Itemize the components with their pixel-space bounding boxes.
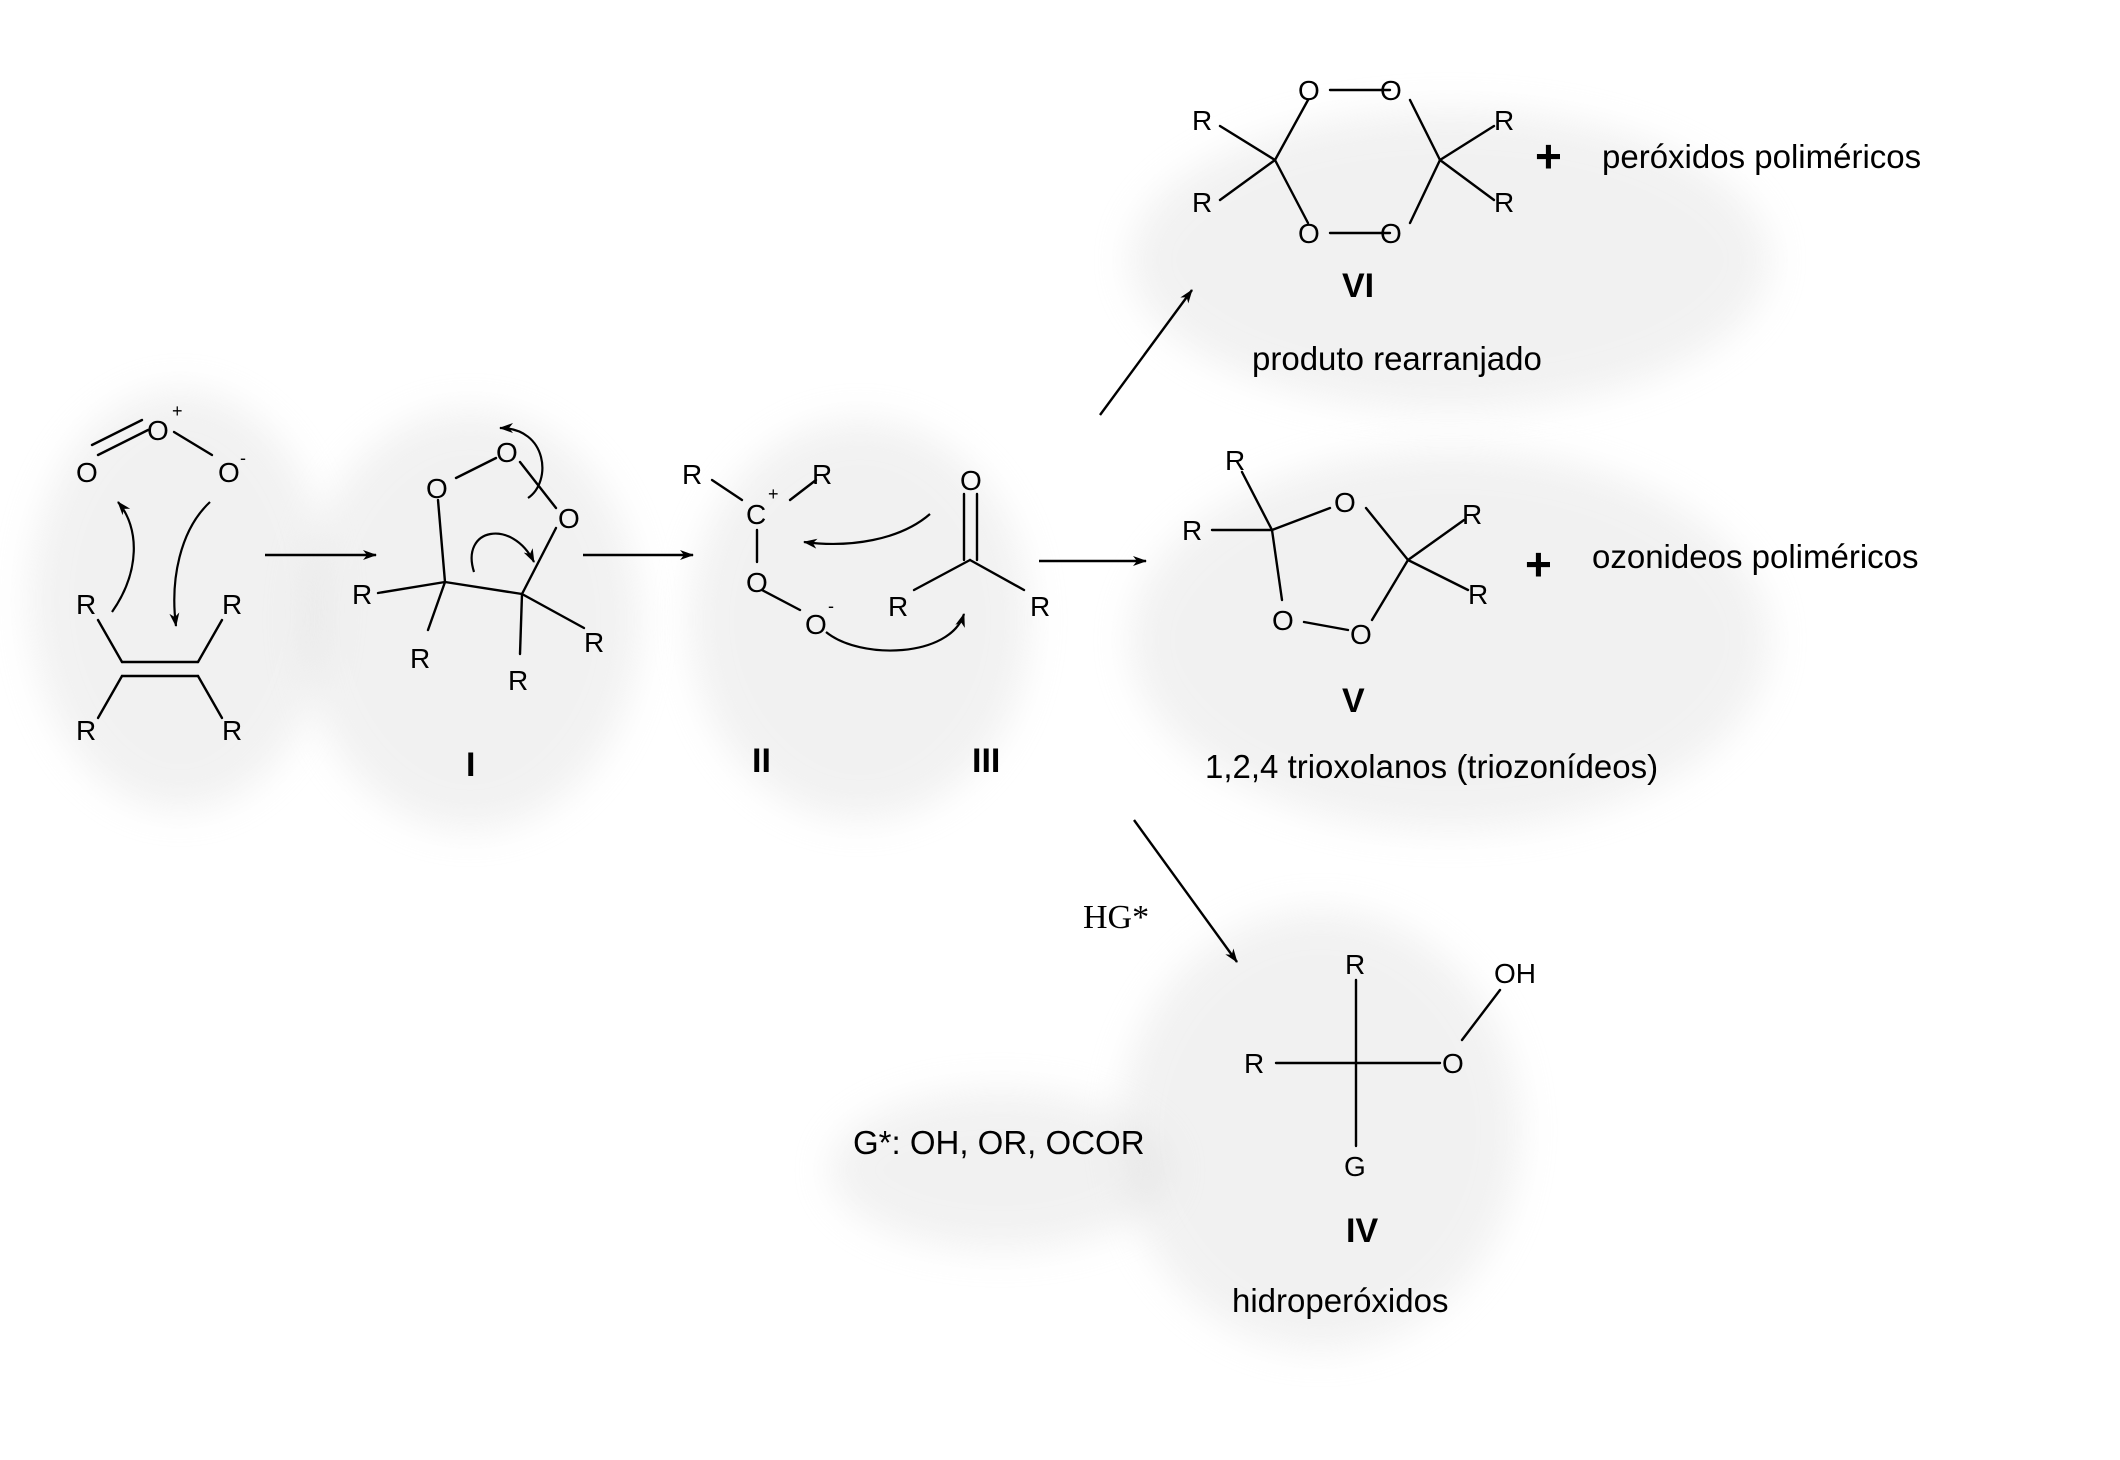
i-r-left: R <box>352 579 372 610</box>
ii-plus-charge: + <box>768 484 779 504</box>
vi-r-4: R <box>1494 187 1514 218</box>
alkene-r-bottom-right: R <box>222 715 242 746</box>
ii-o-upper: O <box>746 567 768 598</box>
carbonyl-oxide-ii: R C + R O O - II <box>682 459 966 780</box>
vi-r-3: R <box>1494 105 1514 136</box>
arrow-to-vi <box>1099 289 1193 416</box>
ii-r-left: R <box>682 459 702 490</box>
v-r-1: R <box>1225 445 1245 476</box>
carbonyl-iii: O R R III <box>888 465 1050 780</box>
iii-r-right: R <box>1030 591 1050 622</box>
ozone-plus-charge: + <box>172 401 183 421</box>
ozone-minus-charge: - <box>240 448 246 468</box>
vi-o-3: O <box>1298 218 1320 249</box>
alkene-r-top-right: R <box>222 589 242 620</box>
v-side-product: ozonideos poliméricos <box>1592 538 1919 575</box>
ii-minus-charge: - <box>828 596 834 616</box>
ii-o-lower: O <box>805 609 827 640</box>
reagent-label: HG* <box>1083 899 1149 936</box>
v-r-2: R <box>1182 515 1202 546</box>
iv-caption: hidroperóxidos <box>1232 1282 1448 1319</box>
i-r-bottom-right: R <box>508 665 528 696</box>
ozone-and-alkene: O O + O - R R R R <box>76 401 246 746</box>
vi-o-2: O <box>1380 75 1402 106</box>
label-iv: IV <box>1346 1212 1378 1250</box>
ozone-o-right: O <box>218 457 240 488</box>
v-r-4: R <box>1468 579 1488 610</box>
iii-r-left: R <box>888 591 908 622</box>
vi-side-product: peróxidos poliméricos <box>1602 138 1921 175</box>
arrow-to-iv <box>1133 819 1238 963</box>
alkene-r-top-left: R <box>76 589 96 620</box>
iii-o: O <box>960 465 982 496</box>
ozone-o-left: O <box>76 457 98 488</box>
label-v: V <box>1342 682 1365 720</box>
v-o-top: O <box>1334 487 1356 518</box>
g-definition: G*: OH, OR, OCOR <box>853 1124 1145 1161</box>
background-shadows <box>30 110 1770 1350</box>
i-o-right: O <box>558 503 580 534</box>
vi-r-2: R <box>1192 187 1212 218</box>
v-plus-sign: + <box>1525 538 1552 590</box>
v-o-right: O <box>1350 619 1372 650</box>
ii-carbon: C <box>746 499 766 530</box>
iv-g: G <box>1344 1151 1366 1182</box>
i-r-right: R <box>584 627 604 658</box>
v-caption: 1,2,4 trioxolanos (triozonídeos) <box>1205 748 1658 785</box>
alkene-r-bottom-left: R <box>76 715 96 746</box>
ii-r-right: R <box>812 459 832 490</box>
iv-r-top: R <box>1345 949 1365 980</box>
ozone-o-center: O <box>147 415 169 446</box>
vi-o-1: O <box>1298 75 1320 106</box>
hydroperoxide-iv: R R O OH G IV hidroperóxidos <box>1232 949 1536 1319</box>
v-o-left: O <box>1272 605 1294 636</box>
primary-ozonide-i: O O O R R R R I <box>352 423 604 784</box>
tetroxane-vi: O O O O R R R R + peróxidos poliméricos … <box>1192 75 1921 377</box>
label-vi: VI <box>1342 267 1374 305</box>
vi-o-4: O <box>1380 218 1402 249</box>
iv-o: O <box>1442 1048 1464 1079</box>
vi-plus-sign: + <box>1535 130 1562 182</box>
trioxolane-v: O O O R R R R + ozonideos poliméricos V … <box>1182 445 1919 785</box>
label-i: I <box>466 746 475 784</box>
i-o-top: O <box>496 437 518 468</box>
vi-r-1: R <box>1192 105 1212 136</box>
label-ii: II <box>752 742 771 780</box>
iv-oh: OH <box>1494 958 1536 989</box>
label-iii: III <box>972 742 1000 780</box>
i-r-bottom-left: R <box>410 643 430 674</box>
iv-r-left: R <box>1244 1048 1264 1079</box>
vi-caption: produto rearranjado <box>1252 340 1542 377</box>
i-o-left: O <box>426 473 448 504</box>
v-r-3: R <box>1462 499 1482 530</box>
